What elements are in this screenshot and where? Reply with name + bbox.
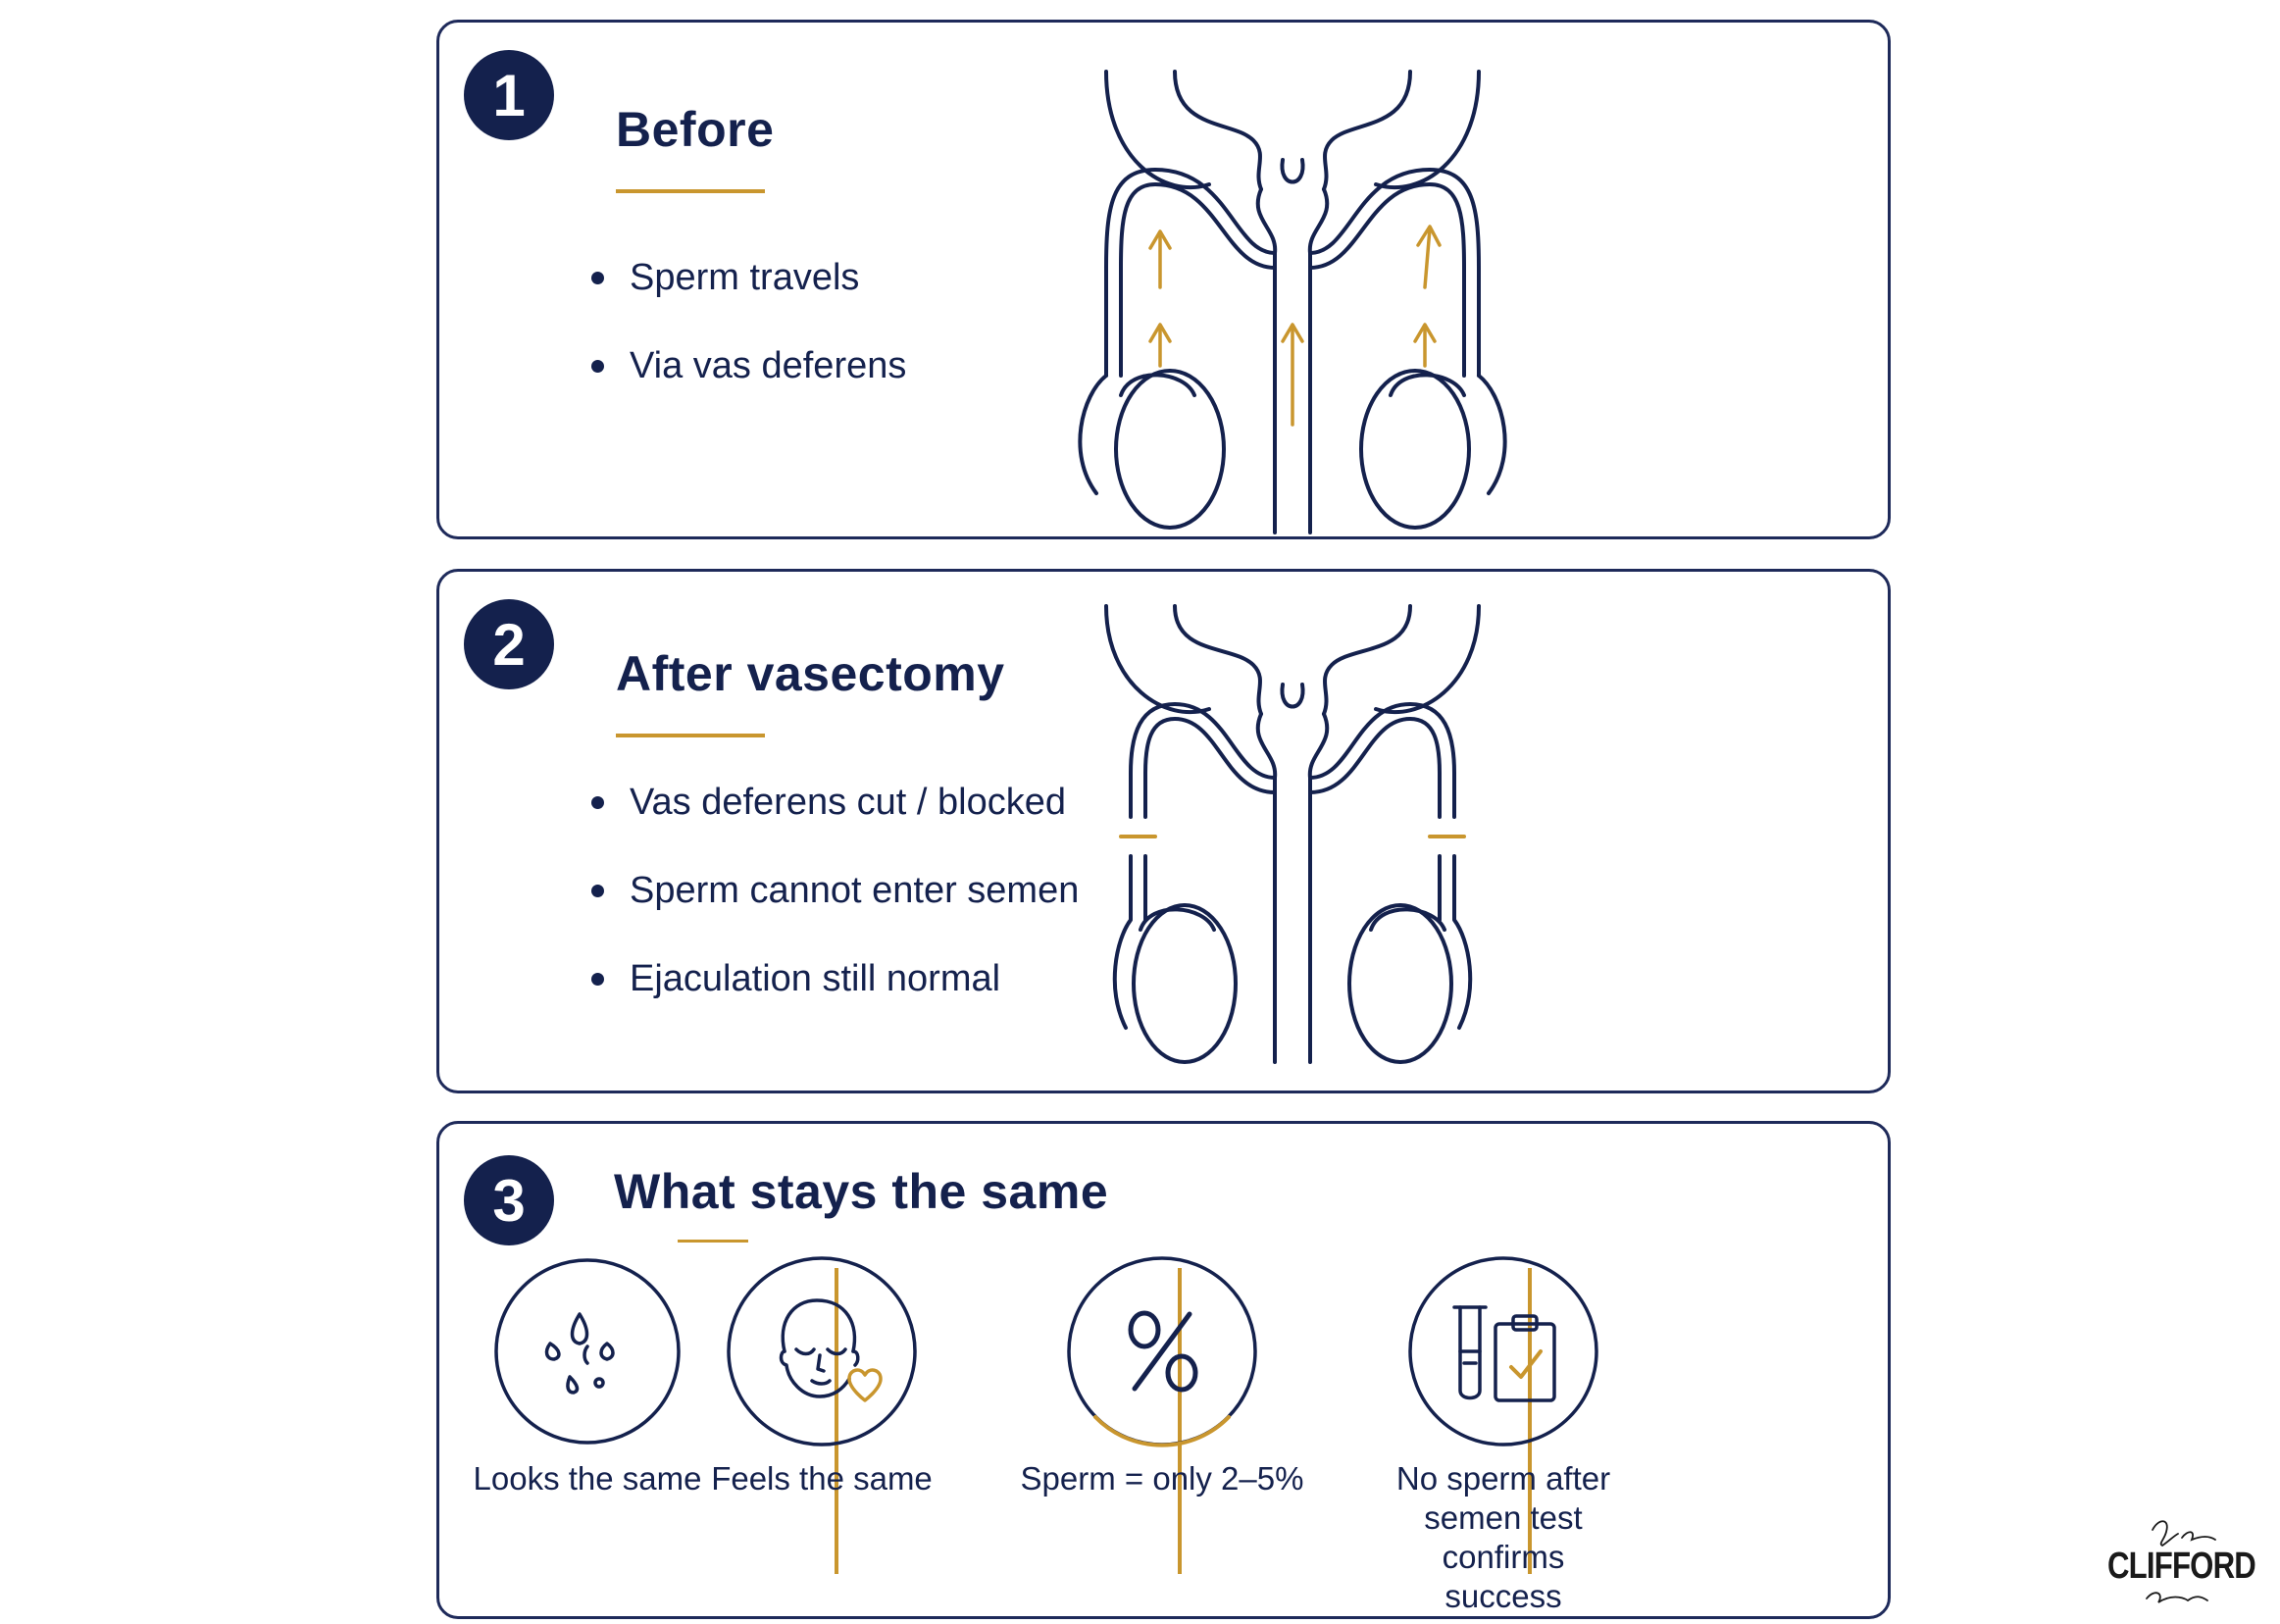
bullet-dot-icon	[591, 884, 604, 897]
title-underline	[678, 1240, 748, 1243]
panel-before: 1 Before Sperm travels Via vas deferens	[436, 20, 1891, 539]
bullet-dot-icon	[591, 795, 604, 809]
feature-divider	[1178, 1268, 1182, 1574]
bullet-text: Ejaculation still normal	[630, 957, 1001, 999]
bullet-item: Via vas deferens	[591, 322, 906, 410]
title-underline	[616, 734, 765, 737]
feature-label: Looks the same	[473, 1460, 702, 1497]
anatomy-after-illustration	[1104, 604, 1481, 1064]
bullet-text: Sperm cannot enter semen	[630, 869, 1080, 911]
anatomy-before-illustration	[1078, 70, 1507, 534]
test-tube-clipboard-icon	[1408, 1256, 1598, 1446]
bullet-item: Sperm travels	[591, 233, 906, 322]
bullet-text: Vas deferens cut / blocked	[630, 781, 1066, 823]
bullet-item: Vas deferens cut / blocked	[591, 758, 1079, 846]
bullet-item: Ejaculation still normal	[591, 935, 1079, 1023]
percent-icon	[1067, 1256, 1257, 1447]
panel-title: Before	[616, 102, 775, 157]
feature-label: Feels the same	[711, 1460, 933, 1497]
bullet-item: Sperm cannot enter semen	[591, 846, 1079, 935]
feature-divider	[1528, 1268, 1532, 1574]
bullet-dot-icon	[591, 359, 604, 373]
bullet-dot-icon	[591, 972, 604, 986]
step-number-badge: 2	[464, 599, 554, 689]
feature-looks-same: Looks the same	[440, 1253, 735, 1498]
bullet-text: Via vas deferens	[630, 344, 907, 386]
logo-wordmark: CLIFFORD	[2107, 1546, 2256, 1587]
bullet-list: Sperm travels Via vas deferens	[591, 233, 906, 410]
panel-title: What stays the same	[614, 1164, 1109, 1219]
feature-sperm-percent: Sperm = only 2–5%	[1015, 1253, 1309, 1498]
bullet-list: Vas deferens cut / blocked Sperm cannot …	[591, 758, 1079, 1023]
step-number-badge: 1	[464, 50, 554, 140]
face-heart-icon	[727, 1256, 917, 1446]
panel-title: After vasectomy	[616, 646, 1005, 701]
feature-label: Sperm = only 2–5%	[1020, 1460, 1304, 1497]
logo-script-marks	[2146, 1520, 2216, 1603]
title-underline	[616, 189, 765, 193]
bullet-dot-icon	[591, 271, 604, 284]
droplets-icon	[494, 1258, 681, 1445]
feature-semen-test: No sperm after semen test confirms succe…	[1356, 1253, 1650, 1616]
panel-what-stays-same: 3 What stays the same Looks the same	[436, 1121, 1891, 1619]
step-number-badge: 3	[464, 1155, 554, 1245]
feature-label: No sperm after semen test confirms succe…	[1395, 1460, 1611, 1614]
clifford-clinic-logo: CLIFFORD	[2094, 1510, 2270, 1618]
panel-after-vasectomy: 2 After vasectomy Vas deferens cut / blo…	[436, 569, 1891, 1093]
feature-feels-same: Feels the same	[675, 1253, 969, 1498]
feature-divider	[835, 1268, 838, 1574]
bullet-text: Sperm travels	[630, 256, 860, 298]
